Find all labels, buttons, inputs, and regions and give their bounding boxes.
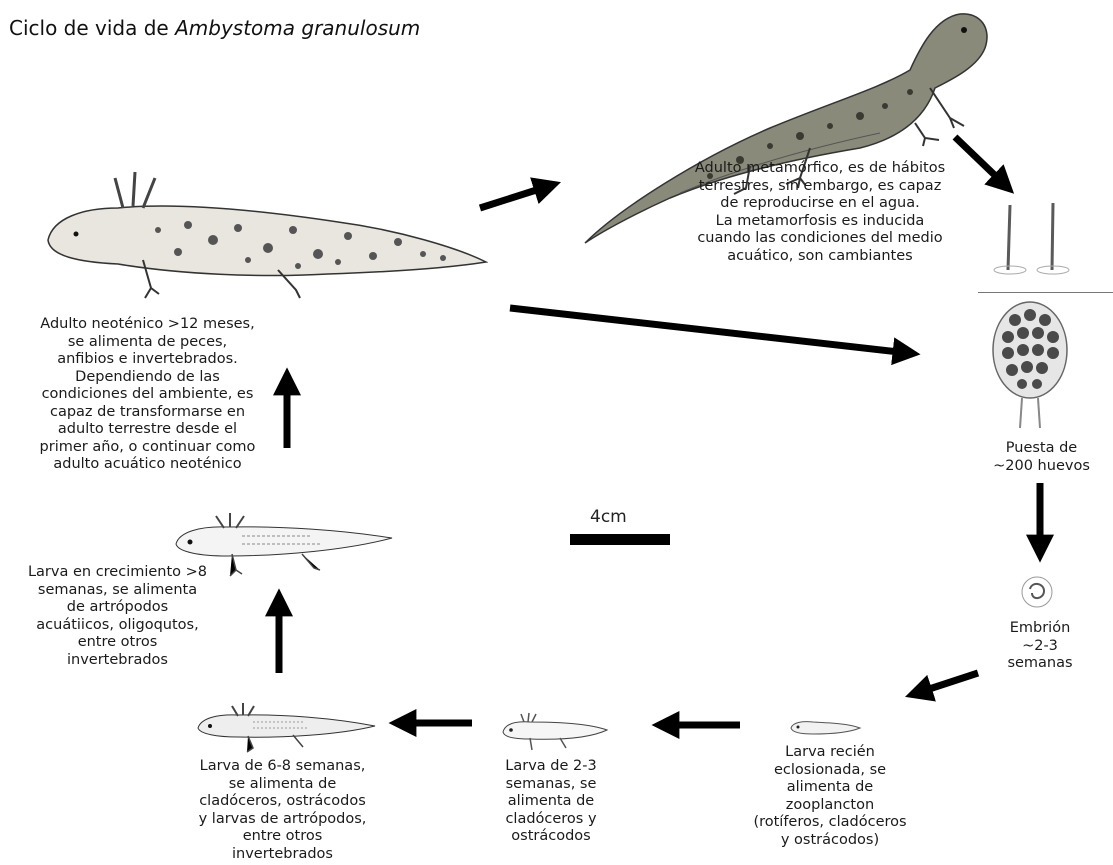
arrow-neotenic-to-eggs (510, 308, 908, 353)
larva-6-8-weeks-label: Larva de 6-8 semanas,se alimenta decladó… (175, 758, 390, 863)
adult-neotenic-label: Adulto neoténico >12 meses,se alimenta d… (10, 316, 285, 474)
arrow-embryo-to-hatched (917, 673, 978, 693)
arrow-neotenic-to-metamorphic (480, 186, 549, 208)
larva-growing-label: Larva en crecimiento >8semanas, se alime… (5, 564, 230, 669)
scale-label: 4cm (590, 507, 627, 527)
larva-2-3-weeks-label: Larva de 2-3semanas, sealimenta decladóc… (486, 758, 616, 846)
embryo-label: Embrión~2-3semanas (995, 620, 1085, 673)
eggs-label: Puesta de~200 huevos (984, 440, 1099, 475)
hatched-larva-label: Larva reciéneclosionada, sealimenta dezo… (735, 744, 925, 849)
scale-bar (570, 534, 670, 545)
adult-metamorphic-label: Adulto metamórfico, es de hábitosterrest… (675, 160, 965, 265)
